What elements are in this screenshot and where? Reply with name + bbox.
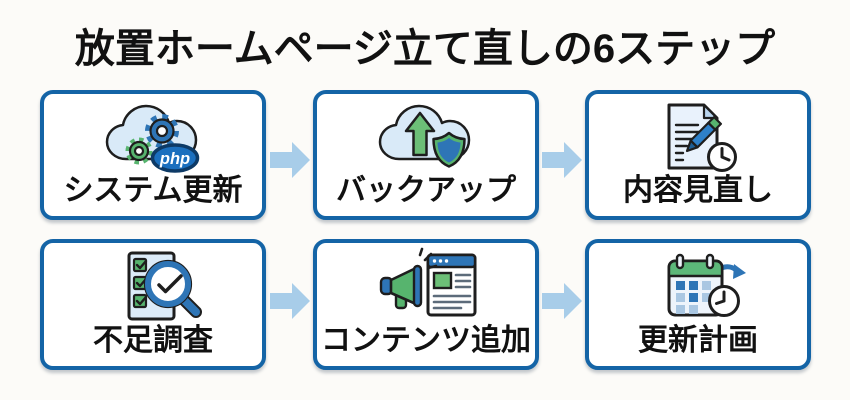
- step-box-content-review: 内容見直し: [585, 90, 811, 220]
- step-label: バックアップ: [336, 174, 516, 207]
- document-pencil-clock-icon: [643, 97, 753, 181]
- arrow-right-icon: [270, 142, 310, 178]
- php-badge-label: php: [159, 150, 190, 168]
- step-label: 更新計画: [638, 324, 758, 357]
- step-label: 内容見直し: [623, 174, 773, 207]
- step-label: システム更新: [63, 174, 243, 207]
- gears-php-cloud-icon: php: [98, 97, 208, 181]
- arrow-right-icon: [270, 283, 310, 319]
- step-box-add-content: コンテンツ追加: [313, 239, 539, 370]
- step-label: 不足調査: [93, 324, 213, 357]
- calendar-clock-icon: [643, 246, 753, 330]
- step-box-backup: バックアップ: [313, 90, 539, 220]
- step-label: コンテンツ追加: [321, 324, 531, 357]
- step-box-system-update: php システム更新: [40, 90, 266, 220]
- arrow-right-icon: [542, 283, 582, 319]
- checklist-magnifier-icon: [98, 246, 208, 330]
- megaphone-webpage-icon: [371, 246, 481, 330]
- arrow-right-icon: [542, 142, 582, 178]
- step-box-update-plan: 更新計画: [585, 239, 811, 370]
- step-box-gap-survey: 不足調査: [40, 239, 266, 370]
- page-title: 放置ホームページ立て直しの6ステップ: [74, 27, 776, 71]
- cloud-upload-shield-icon: [371, 97, 481, 181]
